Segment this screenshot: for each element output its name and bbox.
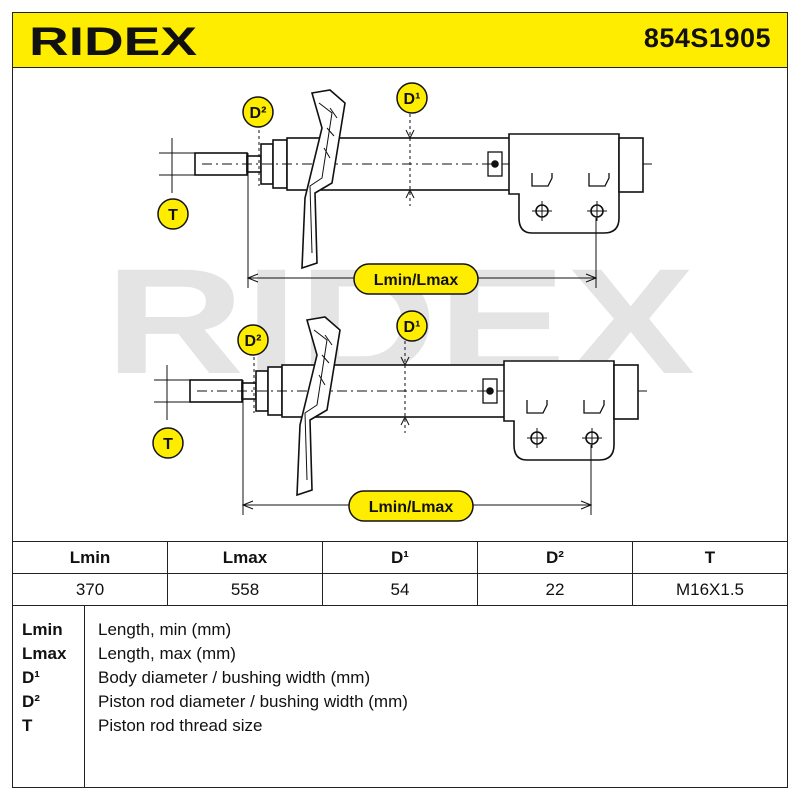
svg-text:D¹: D¹	[404, 91, 421, 108]
value-d1: 54	[322, 573, 478, 606]
value-lmin: 370	[12, 573, 168, 606]
legend-key: T	[22, 716, 33, 735]
col-header-lmax: Lmax	[167, 541, 323, 574]
col-header-lmin: Lmin	[12, 541, 168, 574]
label-t-top: T	[157, 198, 189, 230]
legend-key: Lmin	[22, 620, 63, 639]
col-header-t: T	[632, 541, 788, 574]
legend-divider	[84, 606, 85, 788]
legend-key: D¹	[22, 668, 40, 687]
shock-absorber-bottom-view	[154, 316, 647, 515]
header-bar: RIDEX 854S1905	[12, 12, 788, 68]
legend-desc: Piston rod thread size	[98, 716, 263, 735]
shock-absorber-diagram: RIDEX	[105, 82, 695, 522]
part-number: 854S1905	[643, 23, 771, 53]
drawing-frame	[12, 68, 788, 788]
svg-text:D¹: D¹	[404, 319, 421, 336]
legend-row-t: T Piston rod thread size	[12, 716, 788, 740]
svg-text:D²: D²	[245, 333, 262, 350]
label-d2-bottom: D²	[237, 324, 269, 356]
col-header-d2: D²	[477, 541, 633, 574]
legend-desc: Length, min (mm)	[98, 620, 232, 639]
svg-text:D²: D²	[250, 105, 267, 122]
value-d2: 22	[477, 573, 633, 606]
legend-row-d2: D² Piston rod diameter / bushing width (…	[12, 692, 788, 716]
legend-key: D²	[22, 692, 40, 711]
svg-text:T: T	[163, 436, 173, 453]
label-d2-top: D²	[242, 96, 274, 128]
label-length-bottom: Lmin/Lmax	[348, 490, 474, 522]
spec-value-row: 370 558 54 22 M16X1.5	[12, 573, 788, 606]
value-t: M16X1.5	[632, 573, 788, 606]
legend: Lmin Length, min (mm) Lmax Length, max (…	[12, 606, 788, 788]
legend-row-lmin: Lmin Length, min (mm)	[12, 620, 788, 644]
label-d1-bottom: D¹	[396, 310, 428, 342]
value-lmax: 558	[167, 573, 323, 606]
legend-row-d1: D¹ Body diameter / bushing width (mm)	[12, 668, 788, 692]
legend-desc: Length, max (mm)	[98, 644, 236, 663]
col-header-d1: D¹	[322, 541, 478, 574]
legend-desc: Piston rod diameter / bushing width (mm)	[98, 692, 408, 711]
ridex-logo: RIDEX	[29, 21, 197, 61]
spec-header-row: Lmin Lmax D¹ D² T	[12, 541, 788, 574]
spec-table: Lmin Lmax D¹ D² T 370 558 54 22 M16X1.5	[12, 541, 788, 606]
legend-desc: Body diameter / bushing width (mm)	[98, 668, 371, 687]
svg-text:Lmin/Lmax: Lmin/Lmax	[374, 272, 459, 289]
label-t-bottom: T	[152, 427, 184, 459]
svg-text:Lmin/Lmax: Lmin/Lmax	[369, 499, 454, 516]
legend-row-lmax: Lmax Length, max (mm)	[12, 644, 788, 668]
logo-text: RIDEX	[29, 21, 197, 61]
svg-text:T: T	[168, 207, 178, 224]
legend-key: Lmax	[22, 644, 67, 663]
label-d1-top: D¹	[396, 82, 428, 114]
label-length-top: Lmin/Lmax	[353, 263, 479, 295]
shock-absorber-top-view	[159, 89, 652, 288]
